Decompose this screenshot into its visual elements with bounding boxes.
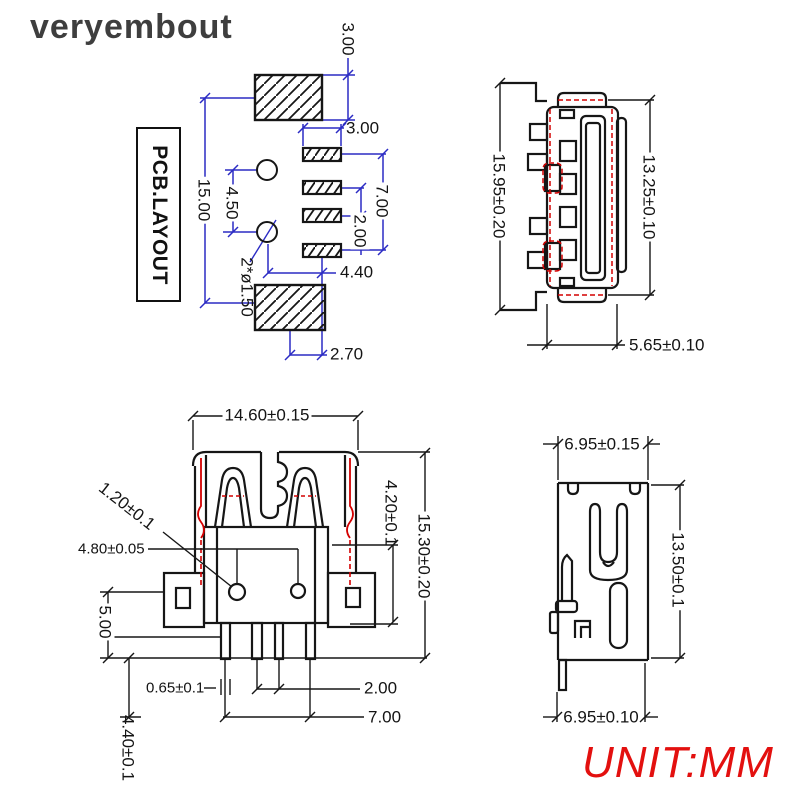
side-view-drawing [543,436,686,723]
usb-tongue [579,114,607,282]
dim-hole-callout: 2*ø1.50 [237,257,257,317]
dim-pin-pitch: 2.00 [364,678,398,698]
pcb-layout-label: PCB.LAYOUT [136,127,181,302]
dim-side-height-total: 13.50±0.1 [668,530,688,610]
side-spring-fork [588,502,629,582]
dim-tail-length: 4.40±0.1 [118,714,138,782]
dim-top-overall-width: 14.60±0.15 [222,405,312,425]
dim-pin-length: 5.00 [95,603,115,641]
spring-contact-right [285,466,325,528]
pcb-signal-pads [301,146,343,259]
dim-pad-span: 7.00 [372,182,392,220]
dim-front-shield-height: 13.25±0.10 [639,152,659,242]
pcb-pad-large-bottom [253,283,327,332]
dim-side-top-width: 6.95±0.15 [564,434,640,454]
unit-note: UNIT:MM [582,738,774,787]
dim-pad-offset: 4.40 [340,262,374,282]
dim-body-height: 15.30±0.20 [414,511,434,601]
dim-front-overall-height: 15.95±0.20 [489,151,509,241]
dim-pad-pitch: 2.00 [350,212,370,250]
dim-board-height: 15.00 [194,176,214,224]
dim-front-depth: 5.65±0.10 [629,335,705,355]
usb-contacts-front [558,139,578,262]
pcb-hole-bottom [256,221,278,243]
top-view-red-springs [197,458,354,588]
dim-pin-width: 0.65±0.1 [146,679,205,697]
spring-contact-left [213,466,253,528]
dim-bottom-offset: 2.70 [330,344,364,364]
solder-pins [219,621,317,661]
watermark-text: veryembout [30,8,233,46]
pcb-layout-label-text: PCB.LAYOUT [147,144,171,285]
dim-pad-height: 3.00 [338,22,358,56]
peg-hole-right [289,582,307,600]
top-view-drawing [100,410,431,723]
front-view-drawing [494,77,656,351]
pcb-hole-top [256,159,278,181]
connector-body [202,525,330,625]
dim-pin-span: 7.00 [368,707,402,727]
front-red-contour [542,99,613,296]
dim-pad-width: 3.00 [346,118,380,138]
dim-hole-spacing-top: 4.80±0.05 [78,540,145,558]
dim-side-height: 4.20±0.1 [381,479,401,547]
pcb-pad-large-top [253,73,324,122]
side-slot [608,581,629,650]
dim-side-bottom-width: 6.95±0.10 [563,707,639,727]
dim-hole-spacing: 4.50 [222,184,242,222]
